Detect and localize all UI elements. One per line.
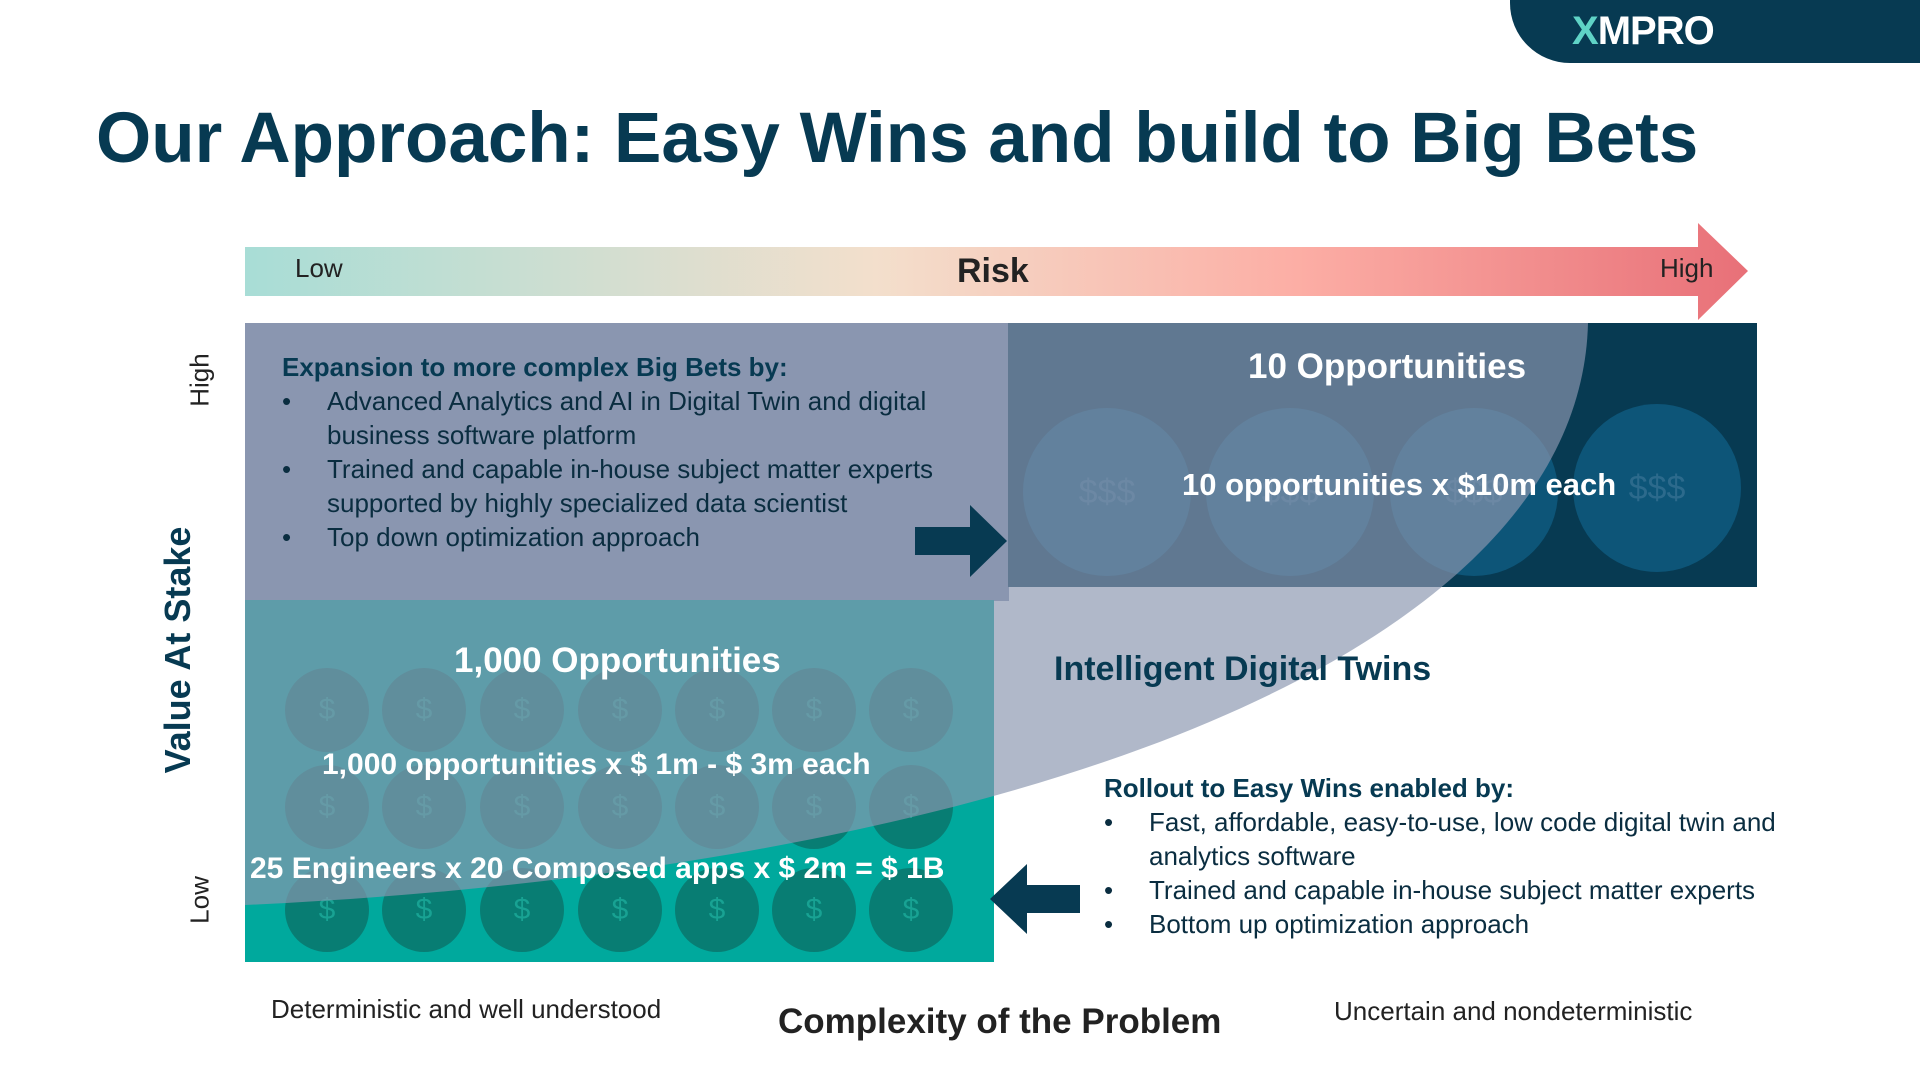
value-axis-label: Value At Stake: [157, 526, 198, 774]
easy-wins-item: Bottom up optimization approach: [1104, 907, 1824, 941]
intelligent-digital-twins-label: Intelligent Digital Twins: [1054, 650, 1432, 688]
thousand-opportunities-formula: 25 Engineers x 20 Composed apps x $ 2m =…: [250, 852, 945, 885]
easy-wins-item: Trained and capable in-house subject mat…: [1104, 873, 1824, 907]
complexity-axis-label: Complexity of the Problem: [778, 1002, 1222, 1041]
thousand-opportunities-subtitle: 1,000 opportunities x $ 1m - $ 3m each: [322, 748, 871, 781]
risk-arrow: [245, 223, 1748, 320]
easy-wins-item: Fast, affordable, easy-to-use, low code …: [1104, 805, 1824, 873]
value-high-label: High: [184, 353, 215, 407]
coin-1000: $: [772, 868, 856, 952]
complexity-left-label: Deterministic and well understood: [271, 994, 662, 1024]
risk-high-label: High: [1660, 253, 1714, 283]
big-bets-list: Advanced Analytics and AI in Digital Twi…: [282, 384, 1012, 554]
arrow-left-icon: [990, 864, 1080, 934]
value-low-label: Low: [184, 876, 215, 924]
coin-1000: $: [578, 868, 662, 952]
complexity-right-label: Uncertain and nondeterministic: [1334, 996, 1693, 1026]
big-bets-heading: Expansion to more complex Big Bets by:: [282, 352, 788, 382]
ten-opportunities-title: 10 Opportunities: [1248, 347, 1527, 386]
easy-wins-heading: Rollout to Easy Wins enabled by:: [1104, 773, 1515, 803]
coin-1000: $: [675, 868, 759, 952]
ten-opportunities-subtitle: 10 opportunities x $10m each: [1182, 467, 1617, 502]
big-bets-item: Trained and capable in-house subject mat…: [282, 452, 1012, 520]
big-bets-item: Top down optimization approach: [282, 520, 1012, 554]
risk-low-label: Low: [295, 253, 343, 283]
big-bets-item: Advanced Analytics and AI in Digital Twi…: [282, 384, 1012, 452]
xmpro-logo: XMPRO: [1572, 9, 1715, 53]
thousand-opportunities-title: 1,000 Opportunities: [454, 641, 781, 680]
coin-10-4: $$$: [1573, 404, 1741, 572]
coin-1000: $: [869, 868, 953, 952]
risk-axis-label: Risk: [957, 252, 1029, 290]
logo-tab: [1510, 0, 1920, 63]
arrow-right-icon: [915, 505, 1007, 577]
page-title: Our Approach: Easy Wins and build to Big…: [96, 99, 1699, 178]
easy-wins-list: Fast, affordable, easy-to-use, low code …: [1104, 805, 1824, 941]
